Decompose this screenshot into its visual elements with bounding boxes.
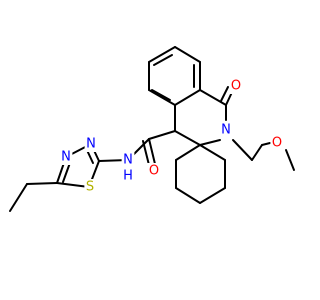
atom-label-background: [147, 163, 161, 179]
atom-label-background: [84, 136, 98, 152]
bond-s1-c5: [56, 182, 90, 188]
atom-h-amide: H: [123, 169, 133, 184]
atom-label-background: [59, 149, 73, 165]
atom-label-background: [270, 135, 284, 151]
bond-c4a-c5-inner: [151, 89, 171, 101]
atom-o-amide: O: [149, 164, 159, 179]
atom-o-ether: O: [272, 136, 282, 151]
bond-c3-c4: [174, 130, 201, 146]
bond-ch2-o: [261, 142, 271, 146]
atom-label-background: [121, 168, 135, 184]
bond-n2-ch2: [232, 139, 253, 161]
atom-n-thiadiazole-top: N: [86, 137, 96, 152]
bond-cy-c3-c4: [199, 187, 226, 204]
bond-cy-c5-spiro: [199, 144, 226, 161]
bond-o-ch3: [285, 149, 295, 171]
atom-n-thiadiazole-left: N: [61, 150, 71, 165]
atom-label-background: [219, 122, 233, 138]
bond-carbonyl-o: [148, 138, 156, 165]
bond-ch2-ch2: [251, 144, 263, 161]
atom-s-thiadiazole: S: [86, 180, 94, 195]
atom-label-background: [121, 152, 135, 168]
atom-label-background: [229, 78, 243, 94]
bond-carbonyl-c4: [148, 130, 176, 140]
bond-spiro-c1: [175, 144, 201, 161]
bond-c6-c7: [148, 46, 176, 63]
canvas-background: [0, 0, 300, 300]
atom-label-background: [84, 179, 96, 195]
bond-c7-c8: [174, 46, 201, 63]
bond-cy-c2-c3: [175, 187, 201, 204]
bond-c8a-c4a: [174, 89, 201, 106]
atom-o-lactam: O: [231, 79, 241, 94]
bond-c4a-c5: [148, 89, 176, 106]
atom-label-layer: N N S N H O O N O: [59, 78, 284, 195]
bond-ethyl-ch2: [26, 182, 58, 185]
bond-carbonyl-o-second: [142, 140, 150, 166]
atom-n-amide: N: [123, 153, 133, 168]
bond-c8a-c1: [199, 89, 227, 106]
bond-ethyl-ch3: [9, 183, 28, 212]
bond-c6-c7-inner: [153, 54, 173, 66]
atom-n-lactam: N: [221, 123, 231, 138]
molecule-structure: N N S N H O O N O: [0, 0, 300, 300]
bond-n2-c3: [199, 139, 221, 146]
bond-c1-o-second: [220, 86, 229, 102]
